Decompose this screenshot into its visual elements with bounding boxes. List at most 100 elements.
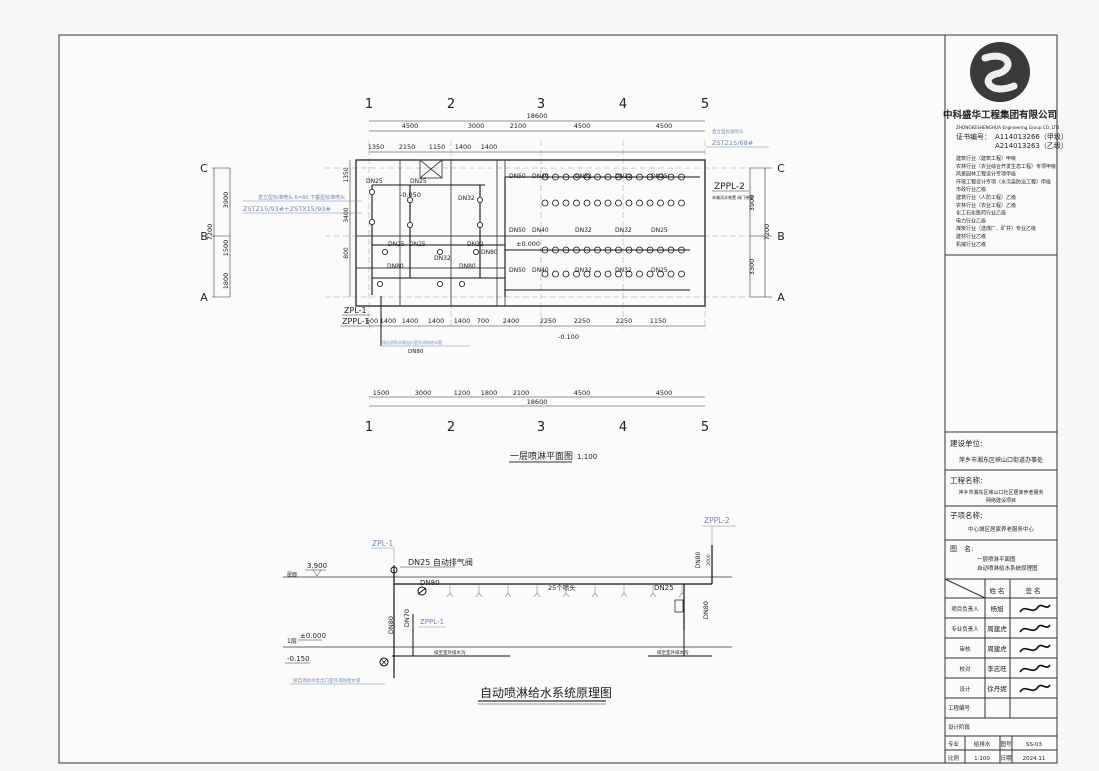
sprinkler-head-icon [646, 173, 654, 181]
sprinkler-head-icon [472, 248, 479, 255]
axis-bubble-bottom: 5 [701, 420, 709, 435]
base-elev: -0.150 [287, 655, 310, 663]
sprinkler-head-icon [436, 248, 443, 255]
riser-dn25: DN25 [654, 584, 674, 592]
riser-dn80-right: DN80 [702, 601, 710, 619]
sprinkler-head-icon [678, 270, 685, 278]
riser-zpl-1: ZPL-1 [372, 539, 393, 548]
pipe-size-label: DN32 [615, 173, 632, 180]
pipe-size-label: DN25 [410, 178, 427, 185]
sprinkler-head-icon [406, 221, 413, 228]
axis-bubble-bottom: 1 [365, 420, 373, 435]
signature-mark [1019, 644, 1051, 653]
qualification-item: 建材行业乙级 [956, 233, 986, 240]
role-label: 审核 [959, 645, 971, 653]
pipe-size-label: DN32 [615, 227, 632, 234]
sprinkler-head-icon [636, 199, 643, 207]
sprinkler-head-icon [678, 173, 685, 181]
role-label: 项目负责人 [951, 605, 979, 613]
axis-label-left: C [200, 162, 208, 175]
person-name: 李志旺 [987, 664, 1007, 673]
pipe-size-label: DN80 [481, 249, 498, 256]
roof-label: 屋面 [287, 572, 297, 578]
note-right: 直立型标准喷头 [712, 128, 744, 135]
dim-right-3300: 3300 [748, 259, 756, 276]
dim-left-total: 7200 [206, 224, 214, 241]
sprinkler-head-icon [376, 280, 383, 287]
pipe-size-label: DN32 [575, 173, 592, 180]
sprinkler-head-icon [625, 270, 633, 278]
pipe-size-label: DN32 [434, 255, 451, 262]
scale-label: 比例 [948, 754, 960, 762]
riser-small-dim: 2000 [706, 554, 712, 566]
qualification-item: 风景园林工程设计专项甲级 [956, 171, 1016, 178]
sprinkler-head-icon [646, 270, 654, 278]
pipe-size-label: DN50 [509, 267, 526, 274]
col-name-header: 姓 名 [989, 586, 1004, 595]
axis-label-right: A [777, 291, 785, 304]
sprinkler-head-icon [583, 270, 591, 278]
company-name: 中科盛华工程集团有限公司 [943, 109, 1057, 121]
signature-mark [1019, 604, 1051, 613]
note-bottom: 接自消防水泵出口室外消防给水管 [382, 339, 442, 345]
pipe-size-label: DN40 [532, 267, 549, 274]
pipe-size-label: DN32 [615, 267, 632, 274]
sprinkler-head-icon [583, 173, 591, 181]
project-value-2: 网络建设项目 [986, 497, 1016, 504]
qualification-item: 煤炭行业（选煤厂、矿井）专业乙级 [956, 225, 1036, 232]
drawing-border [58, 34, 1058, 764]
qualification-item: 化工石化医药行业乙级 [956, 210, 1006, 217]
dimension-label: 1400 [454, 317, 471, 325]
drain-note-left: 排至室外排水沟 [434, 649, 466, 656]
sprinkler-head-icon [594, 173, 601, 181]
dimension-label: 2250 [616, 317, 633, 325]
dim-left-in-3: 800 [343, 247, 350, 259]
floor-elev: ±0.000 [300, 632, 326, 640]
pipe-size-label: DN32 [575, 267, 592, 274]
signature-mark [1019, 624, 1051, 633]
sprinkler-head-icon [646, 199, 654, 207]
pipe-size-label: DN25 [366, 178, 383, 185]
pipe-size-label: DN50 [509, 227, 526, 234]
dimension-label: 1150 [429, 143, 446, 151]
date-value: 2024.11 [1023, 756, 1046, 762]
dimension-label: 3000 [468, 122, 485, 130]
qualification-list: 建筑行业（建筑工程）甲级农林行业（农业综合开发生态工程）专项甲级风景园林工程设计… [956, 155, 1056, 248]
sprinkler-head-icon [541, 270, 549, 278]
person-name: 徐丹妮 [987, 684, 1007, 693]
axis-bubble-top: 2 [447, 97, 455, 112]
dim-right-total: 7200 [763, 224, 771, 241]
dim-left-in-1: 1350 [343, 167, 350, 182]
role-label: 专业负责人 [951, 625, 979, 633]
supply-note: 接自消防水泵出口室外消防给水管 [293, 677, 361, 684]
axis-bubble-top: 1 [365, 97, 373, 112]
pipe-size-label: DN40 [532, 173, 549, 180]
company-name-en: ZHONGKESHENGHUA Engineering Group CO.,LT… [956, 125, 1059, 130]
dim-left-3900: 3900 [222, 192, 230, 209]
dimension-label: 1800 [481, 389, 498, 397]
gate-valve-icon [417, 586, 427, 596]
client-label: 建设单位: [950, 438, 983, 448]
axis-bubble-bottom: 4 [619, 420, 627, 435]
dimension-label: 1150 [650, 317, 667, 325]
sprinkler-head-icon [615, 246, 622, 254]
sprinkler-head-icon [562, 246, 570, 254]
pipe-size-label: DN80 [387, 263, 404, 270]
dimension-label: 1400 [481, 143, 498, 151]
signature-table: 姓 名 签 名 项目负责人杨旭专业负责人周建虎审核周建虎校对李志旺设计徐丹妮 工… [944, 578, 1057, 763]
qualification-item: 建筑行业（人防工程）乙级 [956, 194, 1016, 201]
plan-caption: 一层喷淋平面图 [510, 450, 573, 462]
axis-bubble-bottom: 2 [447, 420, 455, 435]
sprinkler-head-icon [625, 199, 633, 207]
sprinkler-head-icon [573, 173, 580, 181]
sprinkler-head-icon [615, 270, 622, 278]
qualification-item: 机械行业乙级 [956, 241, 986, 248]
sprinkler-head-icon [594, 199, 601, 207]
sprinkler-head-icon [583, 246, 591, 254]
air-release-valve-icon [390, 566, 398, 574]
pipe-size-label: DN40 [532, 227, 549, 234]
sprinkler-head-icon [381, 248, 388, 255]
cert-label: 证书编号： [956, 132, 991, 141]
elevation-a: -0.050 [400, 191, 421, 199]
